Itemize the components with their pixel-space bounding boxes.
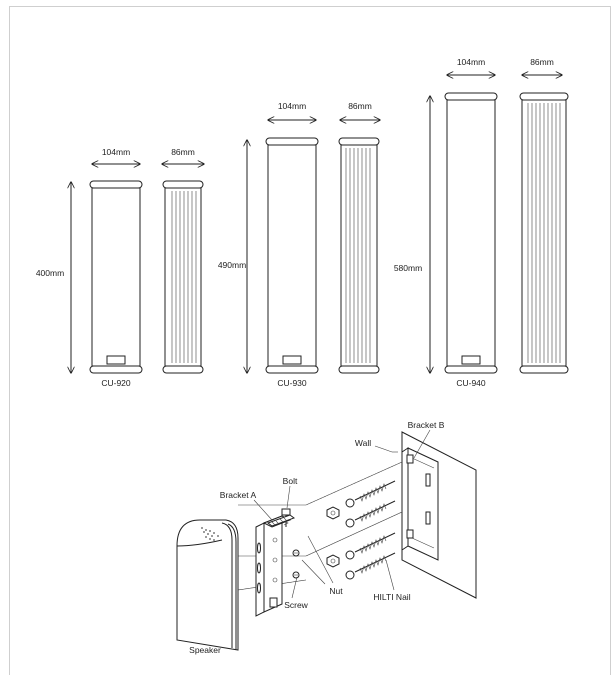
depth-label: 86mm: [348, 101, 372, 111]
screws: [292, 549, 300, 579]
speaker-body: [176, 519, 239, 651]
label-bolt: Bolt: [283, 476, 298, 486]
height-label: 490mm: [218, 260, 246, 270]
speaker-cu-920: 104mm 86mm 400mm CU-920: [36, 147, 204, 388]
hilti-nails: [345, 480, 396, 580]
installation-diagram: Wall Bracket B Bolt Bracket A Nut Screw …: [176, 420, 477, 655]
nuts: [326, 506, 340, 568]
speaker-cu-930: 104mm 86mm 490mm CU-930: [218, 101, 380, 388]
speaker-cu-940: 104mm 86mm 580mm CU-940: [394, 57, 569, 388]
front-view: [444, 92, 498, 374]
label-hilti-nail: HILTI Nail: [373, 592, 410, 602]
height-label: 400mm: [36, 268, 64, 278]
side-view: [338, 137, 380, 374]
label-screw: Screw: [284, 600, 308, 610]
side-view: [162, 180, 204, 374]
model-label: CU-940: [456, 378, 486, 388]
height-label: 580mm: [394, 263, 422, 273]
bolt: [266, 508, 296, 527]
front-view: [265, 137, 319, 374]
width-label: 104mm: [278, 101, 306, 111]
label-speaker: Speaker: [189, 645, 221, 655]
width-label: 104mm: [102, 147, 130, 157]
label-bracket-a: Bracket A: [220, 490, 257, 500]
depth-label: 86mm: [171, 147, 195, 157]
label-nut: Nut: [329, 586, 343, 596]
width-label: 104mm: [457, 57, 485, 67]
depth-label: 86mm: [530, 57, 554, 67]
bracket-b: [401, 447, 439, 561]
model-label: CU-930: [277, 378, 307, 388]
front-view: [89, 180, 143, 374]
label-bracket-b: Bracket B: [408, 420, 445, 430]
model-label: CU-920: [101, 378, 131, 388]
side-view: [519, 92, 569, 374]
label-wall: Wall: [355, 438, 371, 448]
